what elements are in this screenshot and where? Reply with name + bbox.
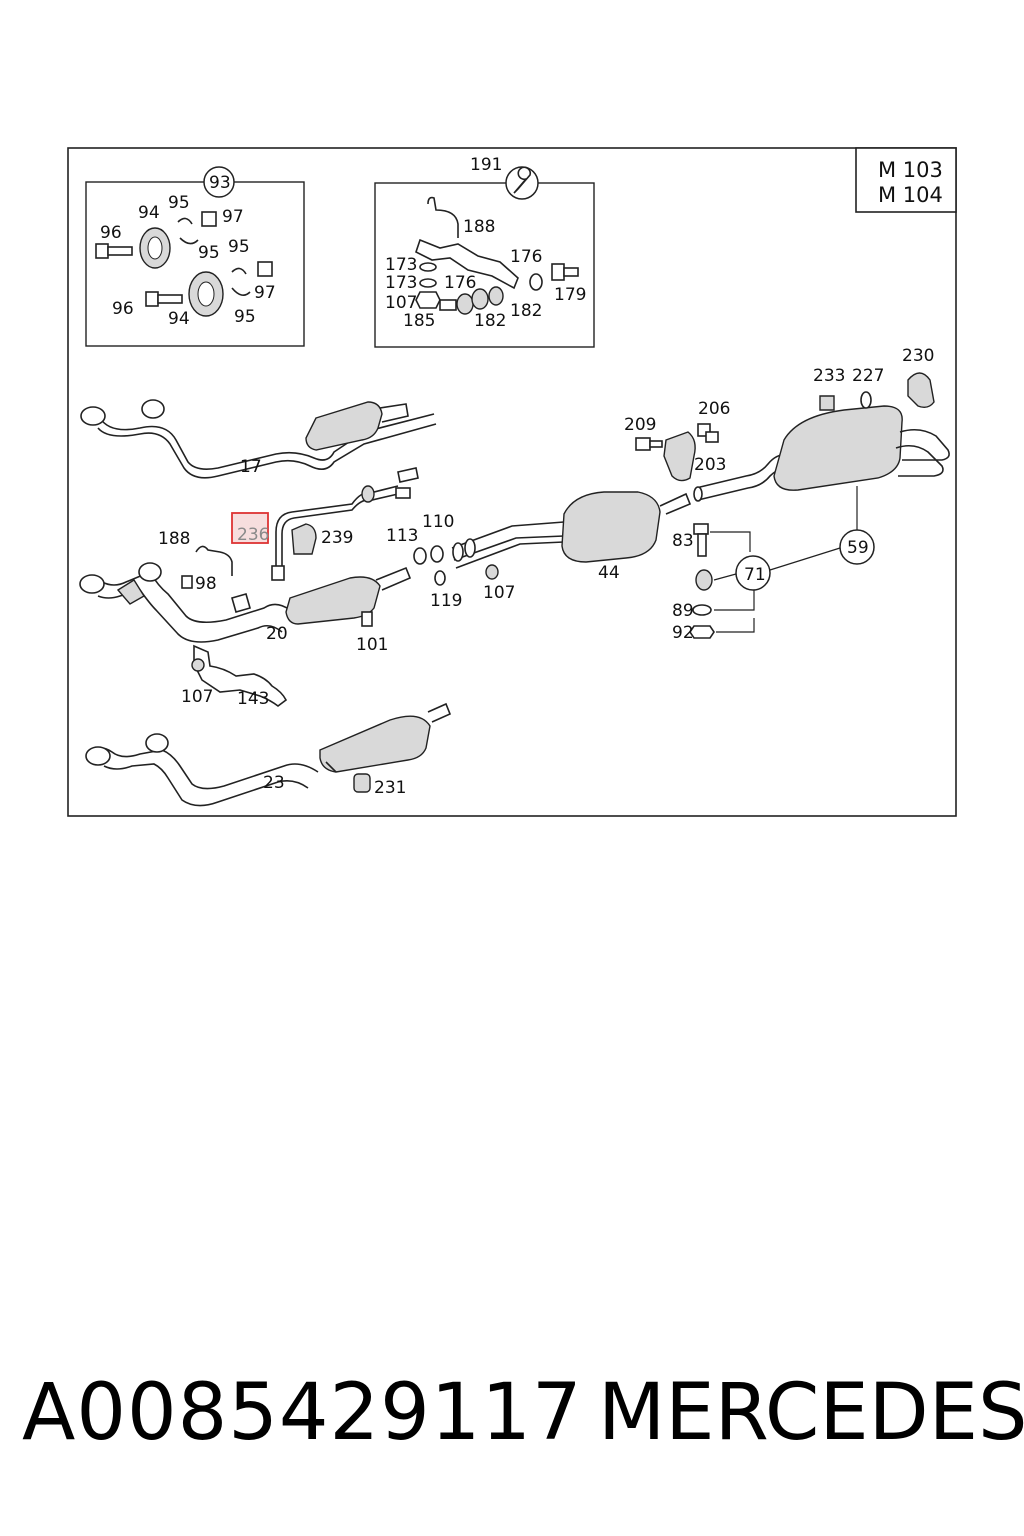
label-185: 185	[403, 311, 435, 331]
nut-icon	[485, 564, 499, 580]
label-188: 188	[463, 217, 495, 237]
bolt-icon	[145, 291, 183, 307]
callout-191: 191	[470, 155, 502, 175]
heat-shield-bracket	[191, 644, 288, 707]
label-209: 209	[624, 415, 656, 435]
label-176: 176	[510, 247, 542, 267]
clip-icon	[231, 287, 251, 296]
gasket-icon	[430, 545, 444, 563]
bushing-icon	[456, 293, 474, 315]
front-pipe-23	[85, 702, 452, 807]
front-pipe-20	[79, 562, 412, 643]
label-95: 95	[168, 193, 190, 213]
hanger-icon	[427, 196, 459, 238]
model-code-box: M 103 M 104	[855, 147, 957, 213]
part-number: A0085429117	[22, 1368, 583, 1458]
label-179: 179	[554, 285, 586, 305]
label-107: 107	[483, 583, 515, 603]
brand-name: MERCEDES	[598, 1368, 1024, 1458]
hanger-bracket-icon	[635, 423, 719, 482]
mount-hardware-group	[689, 486, 875, 639]
washer-icon	[419, 278, 437, 288]
label-98: 98	[195, 574, 217, 594]
label-20: 20	[266, 624, 288, 644]
inset-mount-kit: 93 96 94 95 97 95 95 96	[85, 166, 305, 347]
rear-muffler	[693, 405, 950, 502]
label-97: 97	[222, 207, 244, 227]
callout-59: 59	[847, 538, 869, 558]
callout-93: 93	[209, 173, 231, 193]
label-143: 143	[237, 689, 269, 709]
label-188: 188	[158, 529, 190, 549]
clip-icon	[179, 237, 199, 245]
inset-bracket-kit: 191 188 176 173 173 176 179 107 185 182 …	[374, 155, 595, 348]
bolt-icon	[439, 299, 457, 311]
label-203: 203	[694, 455, 726, 475]
nut-icon	[257, 261, 273, 277]
bushing-icon	[488, 286, 504, 306]
bushing-icon	[471, 288, 489, 310]
clamp-icon	[291, 523, 317, 555]
label-227: 227	[852, 366, 884, 386]
label-173: 173	[385, 273, 417, 293]
rubber-mount-icon	[819, 372, 935, 411]
label-95: 95	[198, 243, 220, 263]
gasket-icon	[434, 570, 446, 586]
label-182: 182	[510, 301, 542, 321]
nut-icon	[201, 211, 217, 227]
wrench-icon	[513, 166, 532, 194]
label-113: 113	[386, 526, 418, 546]
rubber-mount-icon	[353, 773, 371, 793]
label-107: 107	[385, 293, 417, 313]
nut-icon	[415, 291, 441, 309]
u-clip-icon	[195, 545, 233, 576]
label-95: 95	[234, 307, 256, 327]
bolt-icon	[361, 611, 373, 627]
label-92: 92	[672, 623, 694, 643]
callout-71: 71	[744, 565, 766, 585]
bolt-icon	[95, 243, 133, 259]
bracket-strip-icon	[415, 238, 519, 290]
label-94: 94	[168, 309, 190, 329]
label-176: 176	[444, 273, 476, 293]
washer-icon	[529, 273, 543, 291]
label-96: 96	[100, 223, 122, 243]
highlight-box-236	[231, 512, 269, 544]
rubber-ring-icon	[139, 227, 171, 269]
label-44: 44	[598, 563, 620, 583]
label-182: 182	[474, 311, 506, 331]
gasket-icon	[413, 547, 427, 565]
label-96: 96	[112, 299, 134, 319]
label-206: 206	[698, 399, 730, 419]
label-231: 231	[374, 778, 406, 798]
label-89: 89	[672, 601, 694, 621]
front-pipe-17	[80, 399, 437, 479]
rubber-ring-icon	[188, 271, 224, 317]
washer-icon	[419, 262, 437, 272]
label-236-highlighted: 236	[237, 525, 269, 545]
clip-icon	[177, 217, 193, 225]
label-119: 119	[430, 591, 462, 611]
center-muffler	[451, 491, 692, 569]
label-107: 107	[181, 687, 213, 707]
label-173: 173	[385, 255, 417, 275]
label-239: 239	[321, 528, 353, 548]
label-233: 233	[813, 366, 845, 386]
label-101: 101	[356, 635, 388, 655]
label-94: 94	[138, 203, 160, 223]
label-23: 23	[263, 773, 285, 793]
oxygen-sensor-icon	[271, 467, 419, 581]
bolt-icon	[551, 263, 579, 281]
label-110: 110	[422, 512, 454, 532]
model-code-2: M 104	[878, 183, 943, 207]
label-83: 83	[672, 531, 694, 551]
label-230: 230	[902, 346, 934, 366]
label-17: 17	[240, 457, 262, 477]
model-code-1: M 103	[878, 158, 943, 182]
label-95: 95	[228, 237, 250, 257]
label-97: 97	[254, 283, 276, 303]
clip-icon	[231, 267, 247, 275]
